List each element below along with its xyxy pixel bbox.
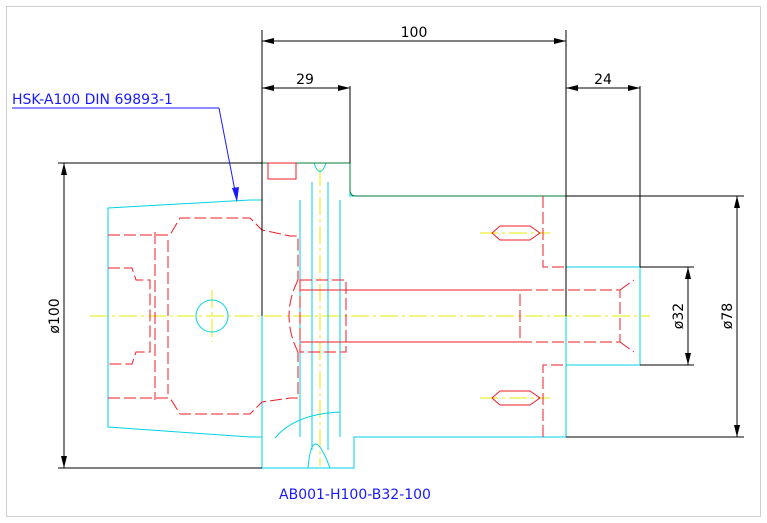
lower-screw-hole <box>491 390 541 406</box>
coolant-tube-box <box>299 279 347 353</box>
inner-cavity-top <box>108 217 299 280</box>
drawing-frame <box>6 6 761 517</box>
arrow-d32-top <box>685 267 691 279</box>
coolant-bore-arc <box>288 279 299 353</box>
drive-hole-circle <box>195 299 229 333</box>
bottom-drive-slot-curve <box>274 411 341 439</box>
flange-bottom-outline <box>261 436 566 469</box>
lower-face-hidden <box>542 364 566 437</box>
interface-callout: HSK-A100 DIN 69893-1 <box>12 92 239 202</box>
body-top-edge <box>349 163 566 197</box>
dim-text-body-diameter: ø78 <box>720 303 736 329</box>
interface-spec-label: HSK-A100 DIN 69893-1 <box>12 92 173 108</box>
dim-text-flange-diameter: ø100 <box>47 298 63 333</box>
top-v-groove <box>313 162 327 172</box>
bore-chamfer <box>619 279 635 353</box>
part-number-label: AB001-H100-B32-100 <box>279 487 431 503</box>
arrow-d32-bottom <box>685 353 691 365</box>
callout-arrowhead <box>232 187 239 202</box>
arrow-d100-bottom <box>61 456 67 468</box>
arrow-d78-top <box>734 196 740 208</box>
arrow-29-right <box>338 85 350 91</box>
arrow-29-left <box>262 85 274 91</box>
dimensions: 100 29 24 ø100 ø32 ø78 <box>47 25 744 469</box>
callout-leader-line <box>218 107 237 197</box>
taper-shank-outline <box>107 199 263 438</box>
bore-counterbore <box>519 289 621 343</box>
flange-top-outline <box>261 162 566 200</box>
dim-text-bore-diameter: ø32 <box>671 303 687 329</box>
hidden-lines <box>108 162 635 437</box>
bottom-drive-slot <box>307 443 331 469</box>
inner-cavity-middle <box>108 267 151 365</box>
dim-text-bore-depth: 24 <box>594 72 612 88</box>
inner-cavity-bottom <box>108 352 299 415</box>
upper-screw-hole <box>491 225 541 241</box>
arrow-24-left <box>566 85 578 91</box>
upper-face-hidden <box>542 196 566 268</box>
arrow-100-left <box>262 38 274 44</box>
arrow-100-right <box>554 38 566 44</box>
arrow-24-right <box>628 85 640 91</box>
arrow-d78-bottom <box>734 425 740 437</box>
arrow-d100-top <box>61 163 67 175</box>
dim-text-flange-width: 29 <box>296 72 314 88</box>
green-section-lines <box>262 162 566 197</box>
dim-text-overall-length: 100 <box>401 25 428 41</box>
key-slot-top <box>267 162 297 180</box>
